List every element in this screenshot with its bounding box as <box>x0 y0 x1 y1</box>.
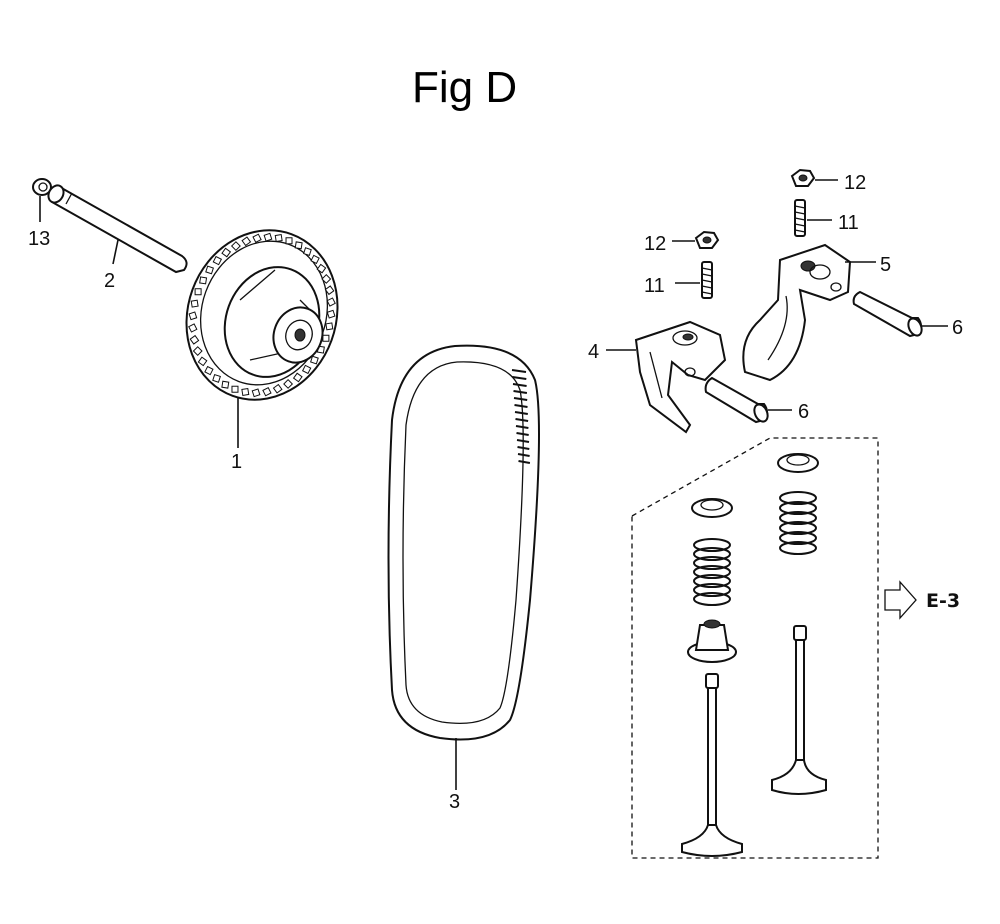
label-timing-belt: 3 <box>449 791 460 813</box>
label-nut-left: 12 <box>644 233 666 255</box>
rocker-arm-a-part <box>634 320 727 434</box>
label-adjust-screw-right: 11 <box>838 212 859 234</box>
valve-left <box>681 673 743 857</box>
figure-title: Fig D <box>412 63 517 112</box>
label-nut-right: 12 <box>844 172 866 194</box>
rocker-shaft-lower-part <box>704 376 769 424</box>
valve-right <box>771 625 827 795</box>
valve-retainer-left <box>691 498 733 518</box>
label-shaft: 2 <box>104 270 115 292</box>
camshaft-pulley-part <box>185 229 339 401</box>
valve-group-box <box>631 437 879 859</box>
label-rocker-arm-b: 5 <box>880 254 891 276</box>
reference-arrow-icon <box>884 580 917 620</box>
reference-label: E-3 <box>926 590 960 612</box>
label-rocker-arm-a: 4 <box>588 341 599 363</box>
timing-belt-part <box>387 344 540 741</box>
adjust-screw-right-part <box>794 199 806 237</box>
rocker-arm-b-part <box>742 243 852 382</box>
shaft-part <box>47 184 188 274</box>
nut-left-part <box>694 230 720 249</box>
valve-spring-right <box>779 491 817 555</box>
label-camshaft-pulley: 1 <box>231 451 242 473</box>
label-adjust-screw-left: 11 <box>644 275 665 297</box>
label-rocker-shaft-lower: 6 <box>798 401 809 423</box>
leader-line <box>112 239 119 265</box>
valve-retainer-right <box>777 453 819 473</box>
label-rocker-shaft-upper: 6 <box>952 317 963 339</box>
washer-part <box>32 178 52 196</box>
valve-stem-seal <box>687 619 737 663</box>
nut-right-part <box>790 168 816 187</box>
adjust-screw-left-part <box>701 261 713 299</box>
label-washer: 13 <box>28 228 50 250</box>
valve-spring-left <box>693 538 731 606</box>
rocker-shaft-upper-part <box>852 290 923 338</box>
